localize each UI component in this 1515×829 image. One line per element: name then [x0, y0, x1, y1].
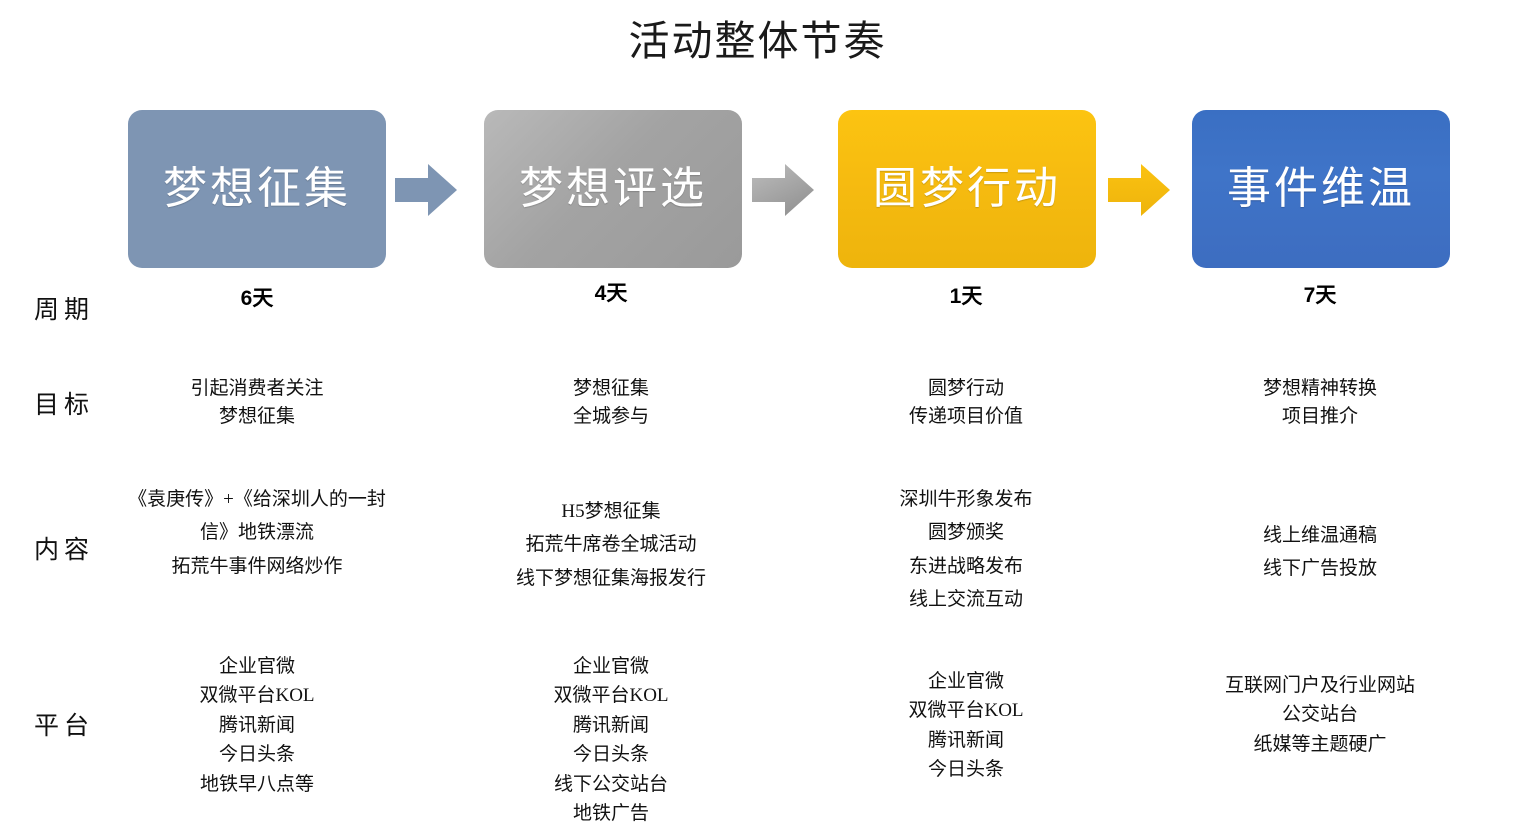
flow-arrow-icon-3	[1108, 162, 1170, 218]
cell-line: 今日头条	[927, 759, 1004, 781]
flow-arrow-icon-1	[395, 162, 457, 218]
cell-line: 企业官微	[927, 671, 1004, 692]
cell-line: 传递项目价值	[908, 405, 1023, 427]
period-cell-1: 4天	[594, 282, 628, 305]
cell-line: 梦想精神转换	[1262, 378, 1377, 399]
page-title: 活动整体节奏	[628, 18, 887, 64]
content-cell-0: 《袁庚传》+《给深圳人的一封信》地铁漂流拓荒牛事件网络炒作	[124, 483, 390, 583]
goal-cell-0: 引起消费者关注梦想征集	[127, 375, 387, 430]
stage-detail-matrix: 周期 6天 4天 1天 7天 目标 引起消费者关注梦想征集 梦想征集全城参与 圆…	[0, 268, 1515, 824]
goal-cell-3: 梦想精神转换项目推介	[1190, 375, 1450, 430]
cell-line: H5梦想征集	[561, 501, 661, 522]
matrix-row-period: 周期 6天 4天 1天 7天	[0, 268, 1515, 343]
cell-line: 今日头条	[218, 744, 295, 766]
cell-line: 纸媒等主题硬广	[1253, 733, 1387, 755]
platform-cell-1: 企业官微双微平台KOL 腾讯新闻今日头条线下公交站台地铁广告	[481, 652, 741, 829]
cell-line: 引起消费者关注	[190, 378, 324, 399]
cell-line: 项目推介	[1281, 405, 1358, 427]
cell-line: 拓荒牛事件网络炒作	[171, 555, 343, 577]
stage-label: 圆梦行动	[873, 164, 1061, 213]
cell-line: 圆梦行动	[927, 378, 1004, 399]
row-label-platform: 平台	[34, 713, 95, 740]
platform-cell-3: 互联网门户及行业网站公交站台纸媒等主题硬广	[1190, 671, 1450, 759]
row-label-content: 内容	[34, 537, 95, 564]
cell-line: 全城参与	[572, 405, 649, 427]
cell-line: 线下公交站台	[553, 773, 668, 795]
stage-box-dream-fulfillment[interactable]: 圆梦行动	[838, 110, 1096, 268]
cell-line: 企业官微	[572, 656, 649, 677]
cell-line: 地铁广告	[572, 803, 649, 825]
stage-label: 梦想评选	[519, 164, 707, 213]
platform-cell-2: 企业官微双微平台KOL 腾讯新闻今日头条	[836, 667, 1096, 785]
cell-line: 线下梦想征集海报发行	[515, 567, 706, 589]
goal-cell-2: 圆梦行动传递项目价值	[836, 375, 1096, 430]
cell-line: 深圳牛形象发布	[899, 489, 1033, 510]
matrix-row-goal: 目标 引起消费者关注梦想征集 梦想征集全城参与 圆梦行动传递项目价值 梦想精神转…	[0, 343, 1515, 453]
flow-arrow-icon-2	[752, 162, 814, 218]
stage-label: 事件维温	[1227, 164, 1415, 213]
stage-box-dream-selection[interactable]: 梦想评选	[484, 110, 742, 268]
row-label-goal: 目标	[34, 392, 95, 419]
stage-box-dream-collection[interactable]: 梦想征集	[128, 110, 386, 268]
cell-line: 东进战略发布	[908, 555, 1023, 577]
cell-line: 公交站台	[1281, 704, 1358, 726]
cell-line: 线上交流互动	[908, 588, 1023, 610]
cell-line: 《袁庚传》+《给深圳人的一封信》地铁漂流	[128, 489, 386, 544]
cell-line: 企业官微	[218, 656, 295, 677]
cell-line: 腾讯新闻	[927, 729, 1004, 751]
cell-line: 地铁早八点等	[199, 773, 314, 795]
cell-line: 双微平台KOL	[908, 700, 1024, 722]
stage-box-event-warmth[interactable]: 事件维温	[1192, 110, 1450, 268]
cell-line: 腾讯新闻	[218, 714, 295, 736]
cell-line: 今日头条	[572, 744, 649, 766]
period-cell-0: 6天	[240, 287, 274, 310]
content-cell-1: H5梦想征集拓荒牛席卷全城活动线下梦想征集海报发行	[481, 495, 741, 595]
goal-cell-1: 梦想征集全城参与	[481, 375, 741, 430]
cell-line: 梦想征集	[572, 378, 649, 399]
stage-label: 梦想征集	[163, 164, 351, 213]
platform-cell-0: 企业官微双微平台KOL 腾讯新闻今日头条地铁早八点等	[127, 652, 387, 799]
matrix-row-platform: 平台 企业官微双微平台KOL 腾讯新闻今日头条地铁早八点等 企业官微双微平台KOL…	[0, 633, 1515, 824]
cell-line: 梦想征集	[218, 405, 295, 427]
cell-line: 双微平台KOL	[553, 685, 669, 707]
cell-line: 拓荒牛席卷全城活动	[525, 534, 697, 556]
matrix-row-content: 内容 《袁庚传》+《给深圳人的一封信》地铁漂流拓荒牛事件网络炒作 H5梦想征集拓…	[0, 453, 1515, 633]
row-label-period: 周期	[34, 297, 95, 324]
stage-flow-band: 梦想征集 梦想评选 圆梦行动	[0, 110, 1515, 268]
content-cell-2: 深圳牛形象发布圆梦颁奖东进战略发布线上交流互动	[836, 483, 1096, 616]
period-cell-2: 1天	[949, 285, 983, 308]
cell-line: 线上维温通稿	[1262, 525, 1377, 546]
cell-line: 线下广告投放	[1262, 558, 1377, 580]
cell-line: 圆梦颁奖	[927, 522, 1004, 544]
period-cell-3: 7天	[1303, 284, 1337, 307]
cell-line: 腾讯新闻	[572, 714, 649, 736]
cell-line: 互联网门户及行业网站	[1224, 675, 1415, 696]
cell-line: 双微平台KOL	[199, 685, 315, 707]
content-cell-3: 线上维温通稿线下广告投放	[1190, 519, 1450, 586]
